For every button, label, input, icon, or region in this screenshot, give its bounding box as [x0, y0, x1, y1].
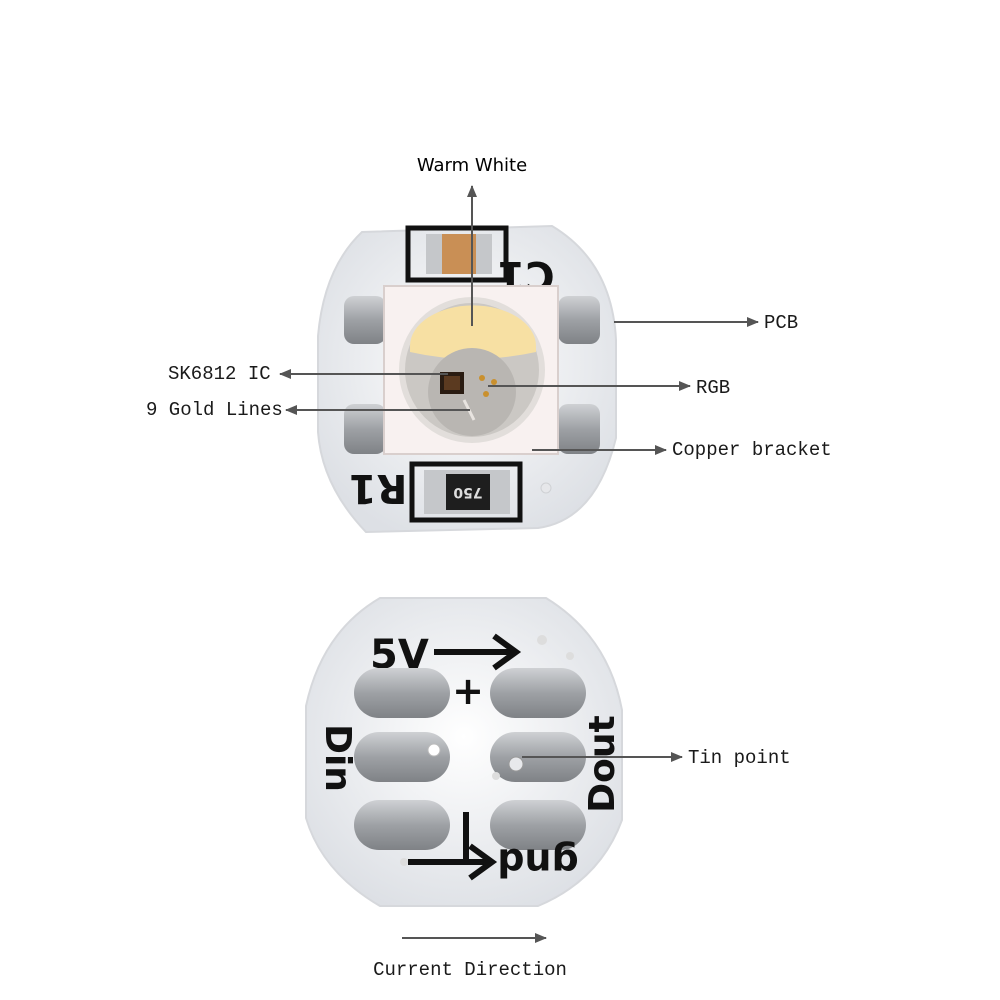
- via-top: [537, 635, 547, 645]
- gnd-silk-label: gnd: [497, 841, 578, 885]
- sk6812-ic-core: [444, 376, 460, 390]
- gnd-silk-arrowhead: [468, 843, 498, 881]
- pad-bottom-right: [558, 404, 600, 454]
- via-mid: [492, 772, 500, 780]
- r1-resistor-body: [446, 474, 490, 510]
- c1-capacitor-body: [442, 234, 476, 274]
- gold-lines-label: 9 Gold Lines: [146, 399, 283, 421]
- pcb-via: [540, 482, 552, 494]
- plus-silk-label: +: [452, 669, 484, 713]
- r1-silk-outline: [409, 461, 523, 523]
- via-top-right: [566, 652, 574, 660]
- back-pad-top-right: [490, 668, 586, 718]
- via-bottom: [400, 858, 408, 866]
- v5-silk-arrowhead: [492, 633, 522, 671]
- pad-top-left: [344, 296, 386, 344]
- copper-bracket-label: Copper bracket: [672, 439, 832, 461]
- warm-white-die: [410, 305, 536, 359]
- pcb-label: PCB: [764, 312, 798, 334]
- rgb-chip-2: [491, 379, 497, 385]
- c1-silk-outline: [405, 225, 509, 283]
- back-pad-bottom-left: [354, 800, 450, 850]
- warm-white-label: Warm White: [417, 155, 527, 176]
- rgb-label: RGB: [696, 377, 730, 399]
- back-pad-bottom-right: [490, 800, 586, 850]
- rgb-die-area: [428, 348, 516, 436]
- rgb-chip-3: [483, 391, 489, 397]
- resistor-value-text: 750: [453, 484, 482, 500]
- via-din: [427, 743, 441, 757]
- back-pad-din: [354, 732, 450, 782]
- pad-top-right: [558, 296, 600, 344]
- current-direction-label: Current Direction: [373, 959, 567, 981]
- top-pcb-module: C1 750 R1: [317, 224, 617, 534]
- dout-silk-label: Dout: [582, 715, 623, 812]
- bottom-pcb-module: 5V + Din Dout gnd: [305, 597, 623, 907]
- pad-bottom-left: [344, 404, 386, 454]
- din-silk-label: Din: [317, 724, 358, 792]
- rgb-chip-1: [479, 375, 485, 381]
- back-pad-top-left: [354, 668, 450, 718]
- tin-point-label: Tin point: [688, 747, 791, 769]
- sk6812-label: SK6812 IC: [168, 363, 271, 385]
- r1-silk-label: R1: [349, 465, 408, 511]
- tin-point-dot: [508, 756, 524, 772]
